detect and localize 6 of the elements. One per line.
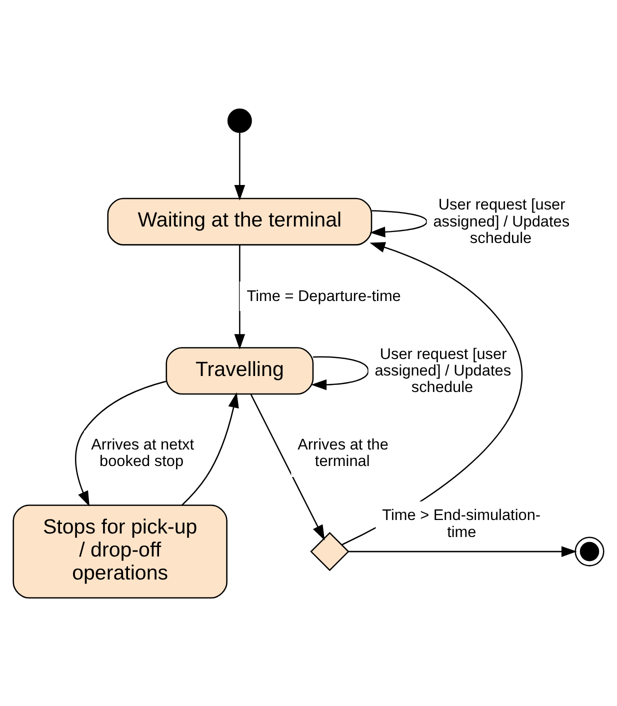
edge-label: Time = Departure-time	[246, 287, 401, 304]
edge-label: Arrives at the terminal	[298, 436, 388, 470]
edge-label: Time > End-simulation-time	[382, 506, 541, 540]
edge-label: User request [user assigned] / Updates schedule	[374, 345, 512, 396]
edge-label: Arrives at netxt booked stop	[91, 436, 194, 470]
edge-label: User request [user assigned] / Updates schedule	[433, 196, 570, 247]
